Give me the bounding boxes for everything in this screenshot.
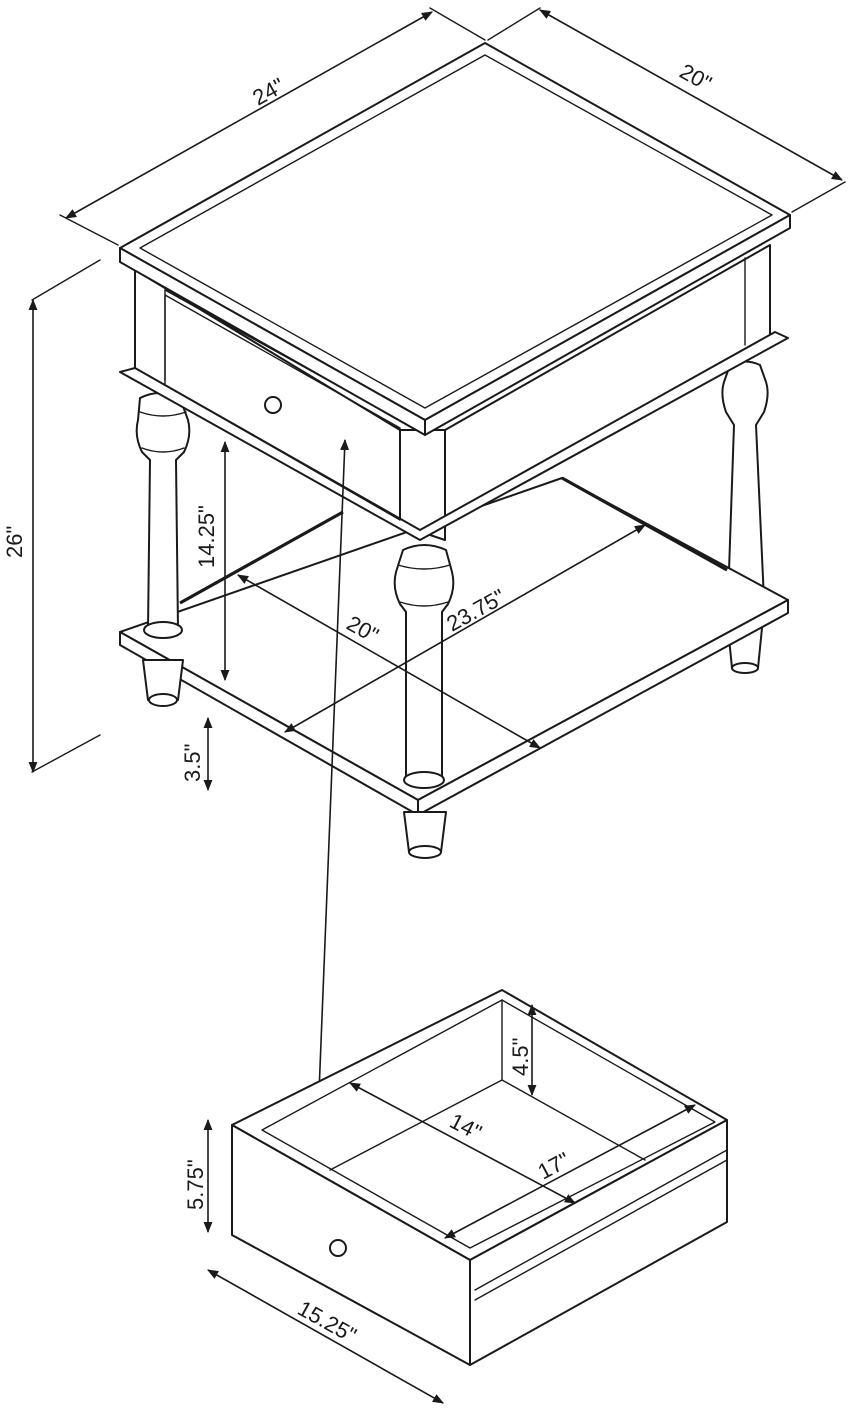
dim-drawer-front-height: 5.75" — [183, 1118, 213, 1234]
dim-foot-height-label: 3.5" — [180, 744, 205, 782]
drawer-front-on-table — [164, 294, 401, 521]
lower-shelf — [119, 476, 789, 816]
knob-icon — [264, 396, 282, 414]
dim-total-height: 26" — [2, 259, 101, 774]
dim-top-width-label: 24" — [248, 73, 288, 111]
drawer-placement-arrow — [315, 438, 350, 1169]
dim-shelf-clearance: 14.25" — [194, 440, 230, 682]
end-table — [119, 42, 791, 859]
dim-foot-height: 3.5" — [180, 716, 213, 792]
dim-drawer-inner-height: 4.5" — [508, 1003, 537, 1097]
dim-drawer-inner-height-label: 4.5" — [508, 1038, 533, 1076]
drawer-knob-icon — [329, 1239, 347, 1257]
dim-drawer-front-height-label: 5.75" — [183, 1159, 208, 1210]
front-left-leg — [135, 392, 191, 707]
dim-total-height-label: 26" — [2, 526, 27, 558]
dim-shelf-clearance-label: 14.25" — [194, 505, 219, 568]
dim-drawer-front-width-label: 15.25" — [294, 1296, 361, 1348]
